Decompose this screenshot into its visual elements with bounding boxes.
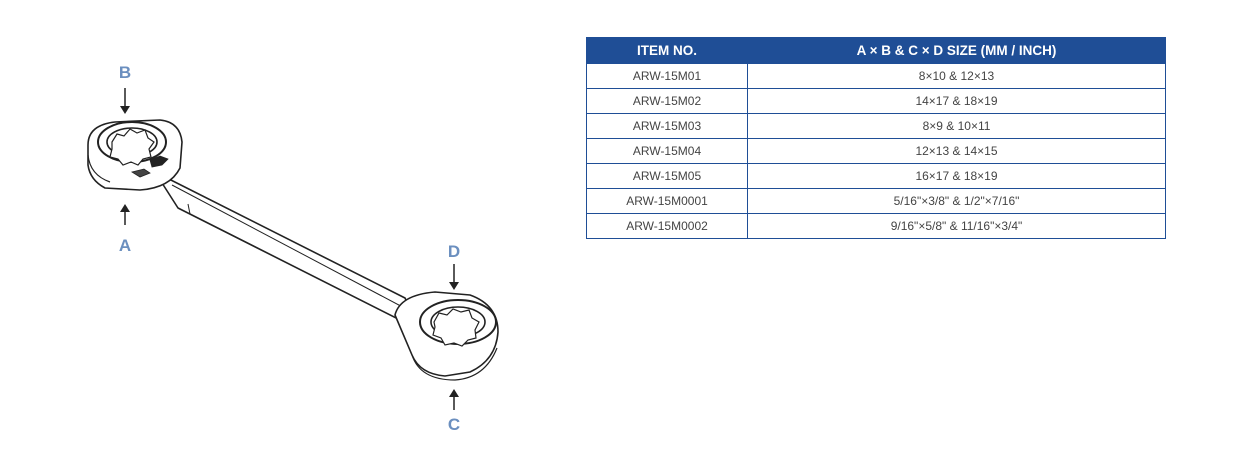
table-row: ARW-15M02 14×17 & 18×19 xyxy=(586,88,1166,114)
column-header-item-no: ITEM NO. xyxy=(586,37,748,64)
item-no-cell: ARW-15M03 xyxy=(586,113,748,139)
size-cell: 16×17 & 18×19 xyxy=(747,163,1166,189)
dimension-label-d: D xyxy=(448,242,460,261)
item-no-cell: ARW-15M01 xyxy=(586,63,748,89)
dimension-label-c: C xyxy=(448,415,460,434)
table-row: ARW-15M04 12×13 & 14×15 xyxy=(586,138,1166,164)
item-no-cell: ARW-15M04 xyxy=(586,138,748,164)
column-header-size: A × B & C × D SIZE (MM / INCH) xyxy=(747,37,1166,64)
item-no-cell: ARW-15M05 xyxy=(586,163,748,189)
table-row: ARW-15M0001 5/16"×3/8" & 1/2"×7/16" xyxy=(586,188,1166,214)
table-row: ARW-15M05 16×17 & 18×19 xyxy=(586,163,1166,189)
dimension-label-a: A xyxy=(119,236,131,255)
item-no-cell: ARW-15M0002 xyxy=(586,213,748,239)
table-header-row: ITEM NO. A × B & C × D SIZE (MM / INCH) xyxy=(586,37,1166,64)
size-cell: 8×9 & 10×11 xyxy=(747,113,1166,139)
size-cell: 8×10 & 12×13 xyxy=(747,63,1166,89)
item-no-cell: ARW-15M02 xyxy=(586,88,748,114)
size-cell: 9/16"×5/8" & 11/16"×3/4" xyxy=(747,213,1166,239)
size-cell: 14×17 & 18×19 xyxy=(747,88,1166,114)
wrench-head-left xyxy=(87,119,183,191)
size-cell: 12×13 & 14×15 xyxy=(747,138,1166,164)
table-row: ARW-15M03 8×9 & 10×11 xyxy=(586,113,1166,139)
wrench-diagram: B A D C xyxy=(60,50,520,450)
ratchet-wrench-illustration: B A D C xyxy=(87,63,499,434)
dimension-label-b: B xyxy=(119,63,131,82)
wrench-head-right xyxy=(394,291,499,381)
table-row: ARW-15M0002 9/16"×5/8" & 11/16"×3/4" xyxy=(586,213,1166,239)
item-no-cell: ARW-15M0001 xyxy=(586,188,748,214)
spec-table: ITEM NO. A × B & C × D SIZE (MM / INCH) … xyxy=(586,37,1166,239)
table-row: ARW-15M01 8×10 & 12×13 xyxy=(586,63,1166,89)
size-cell: 5/16"×3/8" & 1/2"×7/16" xyxy=(747,188,1166,214)
wrench-shaft xyxy=(154,171,421,331)
dimension-arrows xyxy=(120,88,459,410)
